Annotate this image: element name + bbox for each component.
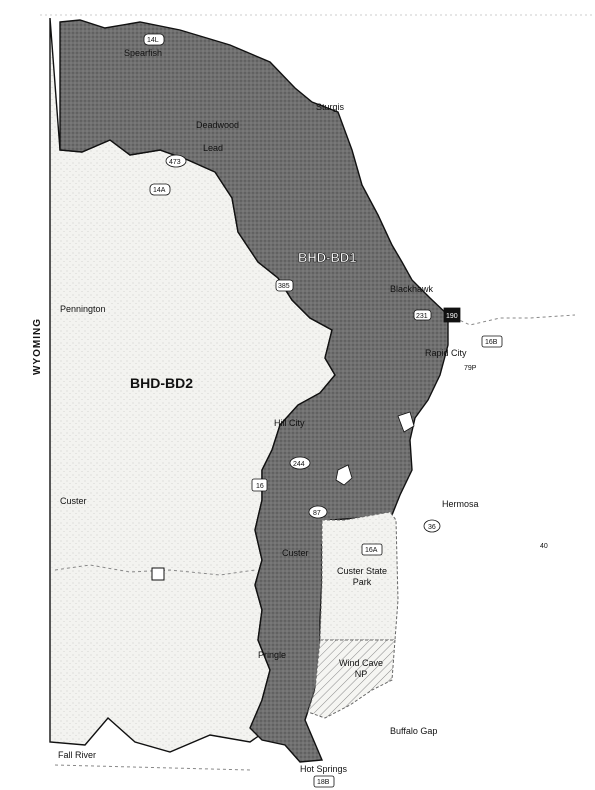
town-label-hermosa: Hermosa: [442, 499, 479, 509]
highway-shield-36: 36: [423, 519, 441, 533]
county-line-custer-fallriver: [54, 764, 251, 771]
town-label-pringle: Pringle: [258, 650, 286, 660]
highway-shield-244: 244: [289, 456, 311, 470]
svg-text:14L: 14L: [147, 37, 159, 44]
park-label-custer-state-park: Custer State Park: [337, 566, 387, 587]
town-label-lead: Lead: [203, 143, 223, 153]
svg-text:190: 190: [446, 313, 458, 320]
svg-text:16B: 16B: [485, 339, 498, 346]
town-label-hot-springs: Hot Springs: [300, 764, 348, 774]
highway-shield-14l: 14L: [143, 33, 165, 46]
town-label-deadwood: Deadwood: [196, 120, 239, 130]
town-label-hill-city: Hill City: [274, 418, 305, 428]
wind-cave-np: [307, 639, 396, 719]
highway-shield-87: 87: [308, 505, 328, 519]
town-label-sturgis: Sturgis: [316, 102, 345, 112]
highway-shield-231: 231: [413, 309, 432, 321]
highway-shield-18b: 18B: [313, 775, 335, 788]
highway-shield-190: 190: [443, 307, 461, 323]
town-label-blackhawk: Blackhawk: [390, 284, 434, 294]
county-label-custer: Custer: [60, 496, 87, 506]
state-label-wyoming: WYOMING: [32, 318, 43, 375]
district-label-bd1: BHD-BD1: [298, 250, 357, 265]
svg-text:16: 16: [256, 483, 264, 490]
town-label-rapid-city: Rapid City: [425, 348, 467, 358]
svg-text:79P: 79P: [464, 365, 477, 372]
square-marker: [151, 567, 165, 581]
svg-text:16A: 16A: [365, 547, 378, 554]
svg-text:14A: 14A: [153, 187, 166, 194]
svg-text:40: 40: [540, 543, 548, 550]
county-label-pennington: Pennington: [60, 304, 106, 314]
white-enclave-2: [397, 411, 415, 433]
highway-shield-79p: 79P: [464, 365, 477, 372]
highway-shield-14a: 14A: [149, 183, 171, 196]
district-label-bd2: BHD-BD2: [130, 375, 193, 391]
town-label-custer: Custer: [282, 548, 309, 558]
svg-text:473: 473: [169, 159, 181, 166]
town-label-spearfish: Spearfish: [124, 48, 162, 58]
svg-text:231: 231: [416, 313, 428, 320]
town-label-buffalo-gap: Buffalo Gap: [390, 726, 437, 736]
svg-text:36: 36: [428, 524, 436, 531]
east-boundary: [454, 314, 576, 326]
highway-shield-16: 16: [251, 478, 268, 492]
svg-text:244: 244: [293, 461, 305, 468]
white-enclave: [335, 464, 353, 486]
svg-text:87: 87: [313, 510, 321, 517]
highway-shield-473: 473: [165, 154, 187, 168]
highway-shield-385: 385: [275, 279, 294, 292]
highway-shield-16b: 16B: [481, 335, 503, 348]
highway-shield-40: 40: [540, 543, 548, 550]
county-label-fall-river: Fall River: [58, 750, 96, 760]
park-label-wind-cave: Wind Cave NP: [339, 658, 383, 679]
highway-shield-16a: 16A: [361, 543, 383, 556]
svg-text:18B: 18B: [317, 779, 330, 786]
svg-text:385: 385: [278, 283, 290, 290]
